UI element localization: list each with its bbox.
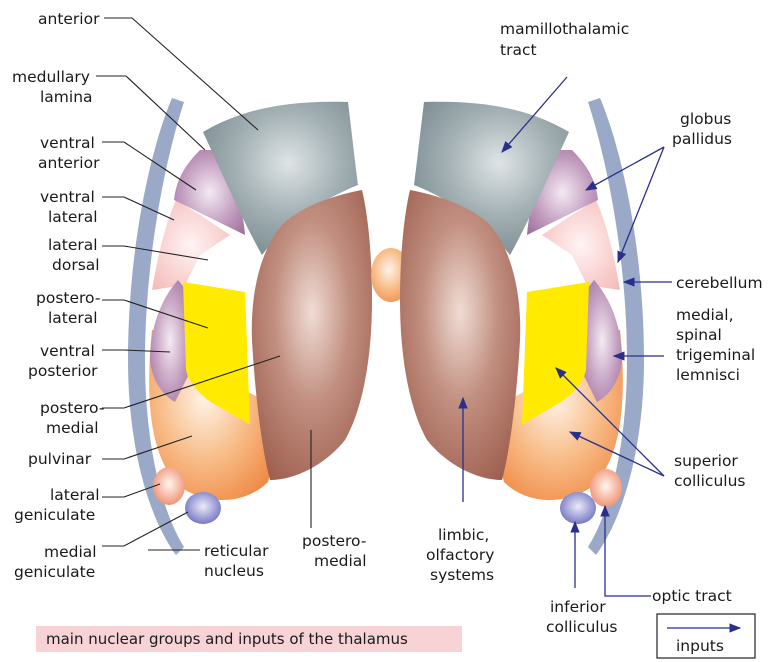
caption-text: main nuclear groups and inputs of the th…: [46, 630, 408, 648]
label-medullary-lamina: medullary lamina: [12, 68, 95, 106]
label-ventral-anterior: ventral anterior: [38, 134, 100, 172]
right-lateral-geniculate: [590, 469, 622, 507]
legend-label: inputs: [676, 637, 724, 655]
label-cerebellum: cerebellum: [676, 274, 763, 292]
legend: inputs: [657, 614, 755, 658]
label-pulvinar: pulvinar: [28, 450, 92, 468]
label-reticular-nucleus: reticular nucleus: [204, 542, 273, 580]
left-lateral-geniculate: [153, 467, 185, 505]
label-postero-lateral: postero- lateral: [36, 289, 105, 327]
label-ventral-posterior: ventral posterior: [28, 342, 100, 380]
label-optic-tract: optic tract: [652, 587, 732, 605]
caption: main nuclear groups and inputs of the th…: [36, 626, 462, 652]
label-limbic-olfactory: limbic, olfactory systems: [426, 526, 499, 584]
right-thalamus: [400, 98, 644, 555]
label-globus-pallidus: globus pallidus: [672, 110, 736, 148]
label-mamillothalamic-tract: mamillothalamic tract: [500, 20, 634, 59]
label-ventral-lateral: ventral lateral: [40, 188, 100, 226]
label-lemnisci: medial, spinal trigeminal lemnisci: [676, 306, 760, 384]
left-labels: anterior medullary lamina ventral anteri…: [12, 10, 109, 581]
right-medial-geniculate: [560, 492, 596, 524]
bottom-labels: reticular nucleus postero- medial limbic…: [204, 526, 617, 636]
label-inferior-colliculus: inferior colliculus: [546, 598, 617, 636]
label-postero-medial-left: postero- medial: [40, 399, 109, 437]
left-thalamus: [128, 98, 372, 555]
label-postero-medial-bottom: postero- medial: [302, 532, 371, 570]
left-medial-geniculate: [185, 492, 221, 524]
label-anterior: anterior: [38, 10, 100, 28]
label-lateral-geniculate: lateral geniculate: [14, 486, 105, 524]
label-superior-colliculus: superior colliculus: [674, 452, 745, 490]
label-lateral-dorsal: lateral dorsal: [48, 236, 103, 274]
label-medial-geniculate: medial geniculate: [14, 543, 102, 581]
